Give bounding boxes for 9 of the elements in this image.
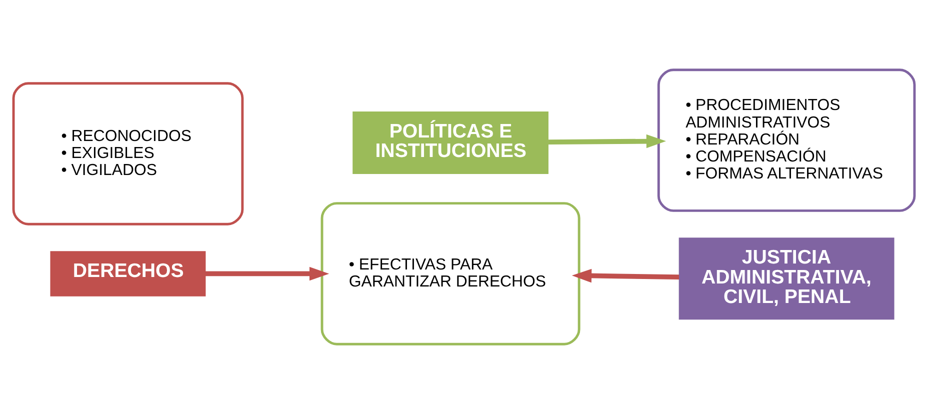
node-box: • PROCEDIMIENTOS ADMINISTRATIVOS • REPARACIÓN • COMPENSACIÓN • FORMAS ALTERNATIVAS xyxy=(657,68,916,212)
node-box: • RECONOCIDOS • EXIGIBLES • VIGILADOS xyxy=(12,82,244,226)
arrow xyxy=(572,268,680,283)
arrow xyxy=(548,134,666,148)
arrow xyxy=(205,266,330,281)
node-box: JUSTICIA ADMINISTRATIVA, CIVIL, PENAL xyxy=(678,238,894,320)
node-box: DERECHOS xyxy=(50,251,206,296)
node-box: POLÍTICAS E INSTITUCIONES xyxy=(352,112,548,174)
node-box: • EFECTIVAS PARA GARANTIZAR DERECHOS xyxy=(320,202,580,346)
